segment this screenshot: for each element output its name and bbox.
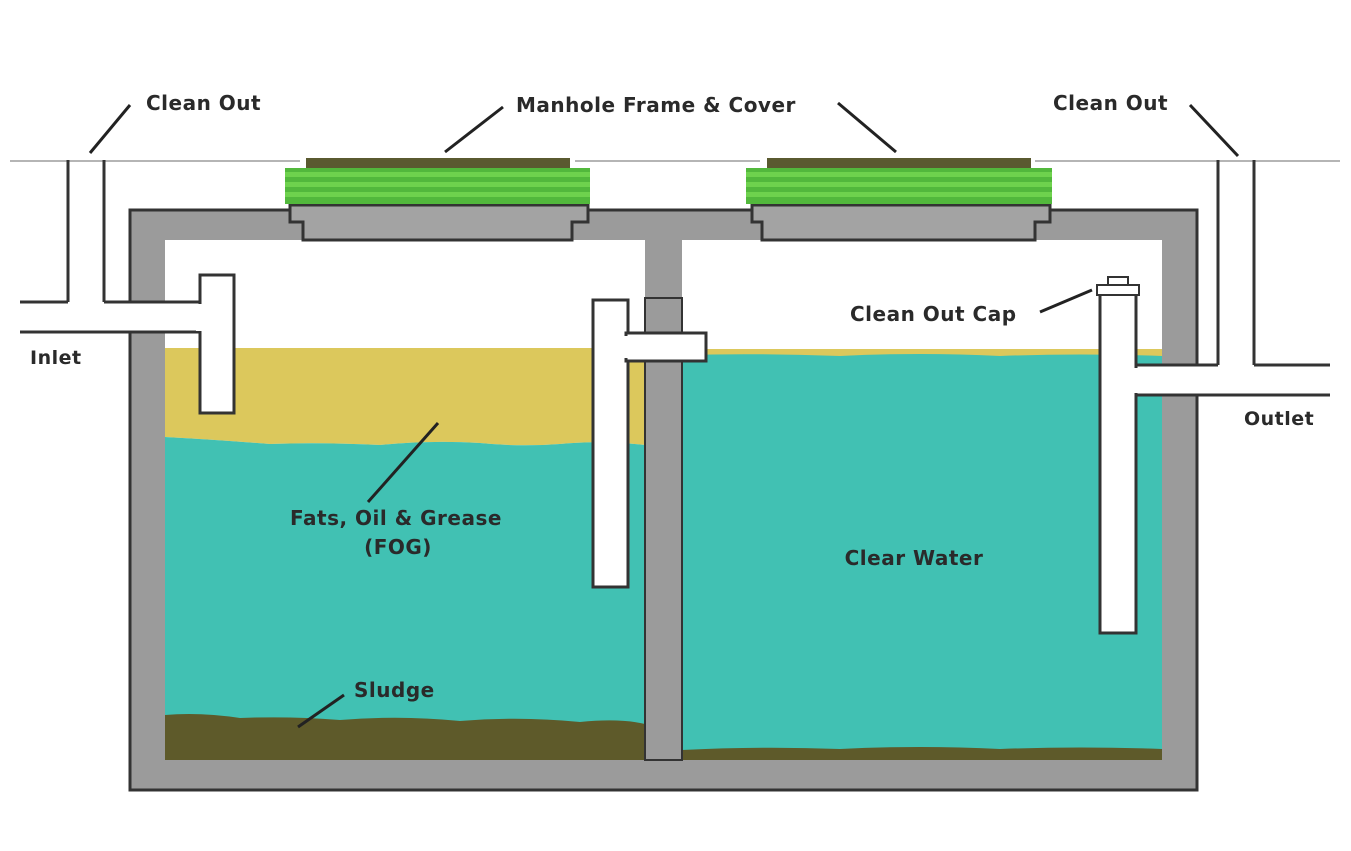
thin-grease-right: [682, 349, 1162, 357]
label-clear-water: Clear Water: [845, 546, 984, 570]
inlet-pipe: [20, 160, 236, 415]
label-clean-out-cap: Clean Out Cap: [850, 302, 1017, 326]
label-fog-line2: (FOG): [364, 535, 432, 559]
right-chamber: [682, 240, 1162, 760]
grease-layer: [165, 348, 645, 446]
manhole-left: [285, 158, 590, 242]
label-clean-out-left: Clean Out: [146, 91, 261, 115]
sludge-right: [682, 747, 1162, 760]
label-inlet: Inlet: [30, 347, 82, 369]
clean-out-cap: [1096, 284, 1140, 296]
water-left: [165, 437, 645, 760]
baffle-tee: [591, 298, 708, 589]
label-outlet: Outlet: [1244, 408, 1314, 430]
divider-wall: [644, 297, 683, 761]
label-fog-line1: Fats, Oil & Grease: [290, 506, 502, 530]
manhole-right: [746, 158, 1052, 242]
leader-lines: [88, 101, 1240, 729]
label-clean-out-right: Clean Out: [1053, 91, 1168, 115]
sludge-layer: [165, 714, 645, 760]
label-sludge: Sludge: [354, 678, 435, 702]
label-manhole: Manhole Frame & Cover: [516, 93, 796, 117]
water-right: [682, 354, 1162, 760]
left-chamber: [165, 240, 645, 760]
outlet-pipe: [1096, 160, 1330, 635]
